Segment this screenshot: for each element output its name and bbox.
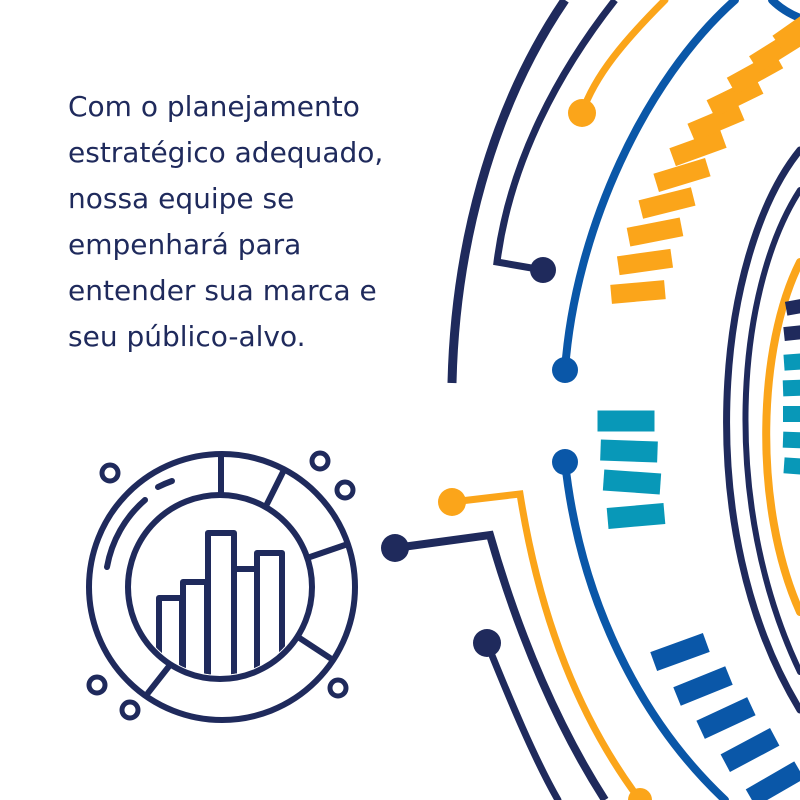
dot-icon [309, 450, 331, 472]
segment-divider [264, 469, 286, 507]
teal-small-bar [782, 379, 800, 397]
dot-icon [334, 479, 356, 501]
segment-divider [295, 634, 333, 661]
dot-icon [86, 674, 108, 696]
highlight-arc [155, 478, 175, 490]
headline-line: estratégico adequado, [68, 136, 384, 169]
chart-bar [156, 595, 185, 675]
headline-line: nossa equipe se [68, 182, 295, 215]
chart-bar [180, 579, 210, 675]
orange-bar [653, 158, 711, 192]
blue-bar [696, 697, 756, 739]
highlight-arc [104, 497, 148, 570]
orange-lower-line [451, 490, 643, 800]
blue-circuit-line [561, 0, 739, 374]
headline-line: seu público-alvo. [68, 320, 306, 353]
teal-small-bar [783, 406, 800, 422]
headline-line: entender sua marca e [68, 274, 377, 307]
blue-node [552, 357, 578, 383]
orange-node [568, 99, 596, 127]
navy-lower-line [394, 530, 609, 800]
headline-line: empenhará para [68, 228, 302, 261]
headline-line: Com o planejamento [68, 90, 360, 123]
blue-bar [673, 666, 733, 706]
dot-icon [99, 462, 121, 484]
navy-node [381, 534, 409, 562]
segment-divider [307, 542, 348, 560]
teal-small-bar [783, 457, 800, 475]
orange-bar [687, 102, 745, 142]
teal-bar [606, 503, 666, 529]
teal-bar [602, 469, 662, 495]
blue-lower-line [561, 458, 729, 800]
chart-bar [254, 550, 285, 675]
navy-inner-ring-inner [742, 187, 800, 675]
navy-circuit-line [493, 0, 618, 274]
orange-bar [638, 187, 696, 219]
teal-bar [597, 410, 655, 432]
dot-icon [119, 699, 141, 721]
orange-bar [610, 280, 666, 304]
segment-divider [145, 662, 173, 696]
orange-bar [669, 129, 727, 167]
teal-bar [600, 439, 658, 463]
navy-node [473, 629, 501, 657]
teal-small-bar [782, 431, 800, 449]
teal-small-bar [783, 353, 800, 371]
blue-bar [745, 761, 800, 800]
orange-bar [616, 248, 674, 276]
orange-node [628, 788, 652, 800]
navy-inner-ring-outer [723, 146, 800, 714]
navy-node [530, 257, 556, 283]
blue-corner-arc [768, 0, 800, 22]
navy-small-bar [784, 298, 800, 316]
orange-node [438, 488, 466, 516]
blue-bar [720, 728, 780, 772]
navy-outer-arc [447, 0, 569, 384]
dot-icon [327, 677, 349, 699]
navy-small-bar [783, 324, 800, 342]
navy-lower-line-2 [483, 639, 562, 800]
orange-inner-ring [762, 258, 800, 616]
orange-bar [772, 4, 800, 52]
orange-bar [626, 217, 684, 247]
headline-text: Com o planejamento estratégico adequado,… [68, 84, 448, 360]
blue-bar [650, 633, 710, 671]
blue-node [552, 449, 578, 475]
